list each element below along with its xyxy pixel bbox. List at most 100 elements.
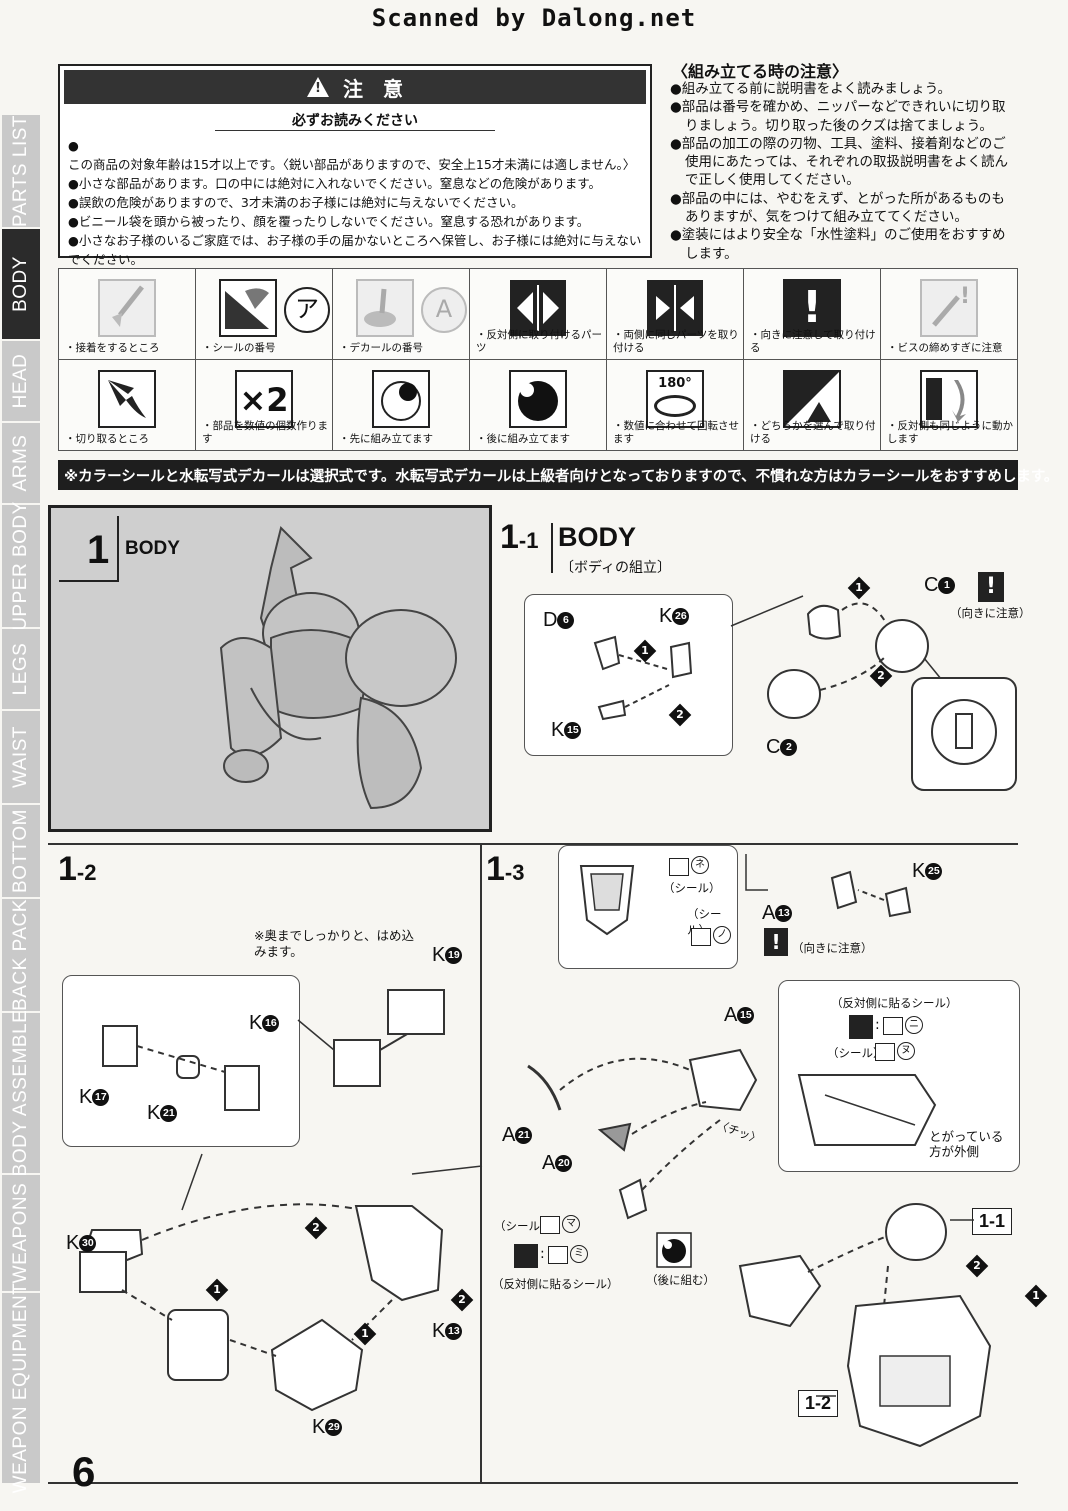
step-reference: 1-2 <box>798 1390 839 1417</box>
step-order-marker: 2 <box>965 1254 988 1278</box>
caution-box: ! 注 意 必ずお読みください この商品の対象年齢は15才以上です。〈鋭い部品が… <box>58 64 652 267</box>
multiply-icon: ×2 <box>235 370 293 428</box>
seal-label: （シール） <box>663 881 721 895</box>
seal-label: （反対側に貼るシール） <box>831 996 958 1010</box>
sticker-number: ニ <box>905 1016 923 1034</box>
tab-arms[interactable]: ARMS <box>2 423 40 505</box>
assemble-first-icon <box>372 370 430 428</box>
divider <box>48 1482 1018 1484</box>
rotate-icon: 180° <box>646 370 704 428</box>
sticker-number: ノ <box>713 926 731 944</box>
caution-header: ! 注 意 <box>64 70 646 104</box>
assembly-diagram <box>79 1153 483 1412</box>
final-body-assembly-diagram <box>738 1203 992 1448</box>
seal-label: （シール） <box>494 1219 552 1233</box>
scan-watermark: Scanned by Dalong.net <box>371 4 697 32</box>
list-item: 誤飲の危険がありますので、3才未満のお子様には絶対に与えないでください。 <box>68 193 644 212</box>
chest-armor-diagram <box>579 865 635 936</box>
fit-note: ※奥までしっかりと、はめ込みます。 <box>254 928 414 959</box>
tab-back-pack[interactable]: BACK PACK <box>2 899 40 1013</box>
step-1-3-number: 1-3 <box>486 850 525 888</box>
page-number: 6 <box>72 1448 96 1495</box>
subassembly-panel: ネ （シール） （シール） ノ <box>558 845 738 969</box>
caution-label: （向きに注意） <box>950 606 1031 620</box>
symbol-cell: ・どちらかを選んで取り付ける <box>743 359 881 451</box>
caution-subtitle: 必ずお読みください <box>292 113 418 129</box>
seal-label: （シール） <box>827 1046 885 1060</box>
tab-weapon-equipment[interactable]: WEAPON EQUIPMENT <box>2 1283 40 1493</box>
sticker-number-icon: ア <box>284 287 330 333</box>
direction-caution-icon: ! <box>783 279 841 337</box>
step-1-2-number: 1-2 <box>58 850 97 888</box>
step-1-1-number: 1-1 <box>500 518 539 556</box>
caution-label: （向きに注意） <box>792 941 873 955</box>
sticker-number: ヌ <box>897 1042 915 1060</box>
symbol-cell: ・反対側も同じように動かします <box>880 359 1018 451</box>
tab-weapons[interactable]: WEAPONS <box>2 1175 40 1293</box>
sticker-icon <box>691 928 711 946</box>
notes-list: 組み立てる前に説明書をよく読みましょう。 部品は番号を確かめ、ニッパーなどできれ… <box>670 80 1015 263</box>
step-order-marker: 1 <box>847 576 871 600</box>
step-order-marker: 1 <box>633 639 657 663</box>
sticker-icon <box>875 1043 895 1061</box>
step1-panel: 1 BODY <box>48 505 492 832</box>
move-same-icon <box>920 370 978 428</box>
parts-diagram <box>102 1025 260 1111</box>
step-reference: 1-1 <box>972 1208 1013 1235</box>
symbol-cell: ア ・シールの番号 <box>195 268 333 360</box>
tab-head[interactable]: HEAD <box>2 341 40 423</box>
list-item: 塗装にはより安全な「水性塗料」のご使用をおすすめします。 <box>670 226 1015 263</box>
step-title: BODY <box>125 538 180 559</box>
list-item: 部品の加工の際の刃物、工具、塗料、接着剤などのご使用にあたっては、それぞれの取扱… <box>670 135 1015 190</box>
svg-text:!: ! <box>960 284 970 309</box>
body-illustration <box>219 526 457 810</box>
list-item: この商品の対象年齢は15才以上です。〈鋭い部品がありますので、安全上15才未満に… <box>68 136 644 174</box>
list-item: 小さな部品があります。口の中には絶対に入れないでください。窒息などの危険がありま… <box>68 174 644 193</box>
tab-body-assemble[interactable]: BODY ASSEMBLE <box>2 1010 40 1176</box>
list-item: 小さなお子様のいるご家庭では、お子様の手の届かないところへ保管し、お子様には絶対… <box>68 231 644 269</box>
list-item: 部品の中には、やむをえず、とがった所があるものもありますが、気をつけて組み立てて… <box>670 190 1015 227</box>
step-order-marker: 1 <box>1024 1284 1047 1308</box>
divider <box>480 843 482 1483</box>
tab-legs[interactable]: LEGS <box>2 629 40 711</box>
tab-waist[interactable]: WAIST <box>2 711 40 805</box>
section-tabs: PARTS LIST BODY HEAD ARMS UPPER BODY LEG… <box>0 115 42 1493</box>
tab-bottom[interactable]: BOTTOM <box>2 805 40 899</box>
assemble-later-icon <box>656 1232 692 1268</box>
sticker-number: ネ <box>691 856 709 874</box>
screw-caution-icon: ! <box>920 279 978 337</box>
sticker-number: ミ <box>570 1245 588 1263</box>
sticker-number: マ <box>562 1215 580 1233</box>
divider <box>551 523 553 573</box>
seal-placement-panel: （反対側に貼るシール） : ニ （シール） ヌ とがっている方が外側 <box>778 980 1020 1172</box>
divider <box>215 130 495 131</box>
list-item: 組み立てる前に説明書をよく読みましょう。 <box>670 80 1015 98</box>
nipper-icon <box>98 370 156 428</box>
edge-note: とがっている方が外側 <box>929 1129 1004 1159</box>
opposite-side-icon <box>514 1244 538 1268</box>
tab-parts-list[interactable]: PARTS LIST <box>2 115 40 229</box>
opposite-side-icon <box>849 1015 873 1039</box>
caution-title: 注 意 <box>343 76 403 101</box>
selection-notice-banner: ※カラーシールと水転写式デカールは選択式です。水転写式デカールは上級者向けとなっ… <box>58 460 1058 490</box>
sticker-icon <box>669 858 689 876</box>
tab-upper-body[interactable]: UPPER BODY <box>2 501 40 631</box>
divider <box>48 843 1018 845</box>
tab-body[interactable]: BODY <box>2 229 40 341</box>
caution-list: この商品の対象年齢は15才以上です。〈鋭い部品がありますので、安全上15才未満に… <box>68 136 644 269</box>
shoulder-diagram <box>797 1074 937 1146</box>
symbol-cell: ! ・ビスの締めすぎに注意 <box>880 268 1018 360</box>
parts-diagram <box>745 854 912 918</box>
